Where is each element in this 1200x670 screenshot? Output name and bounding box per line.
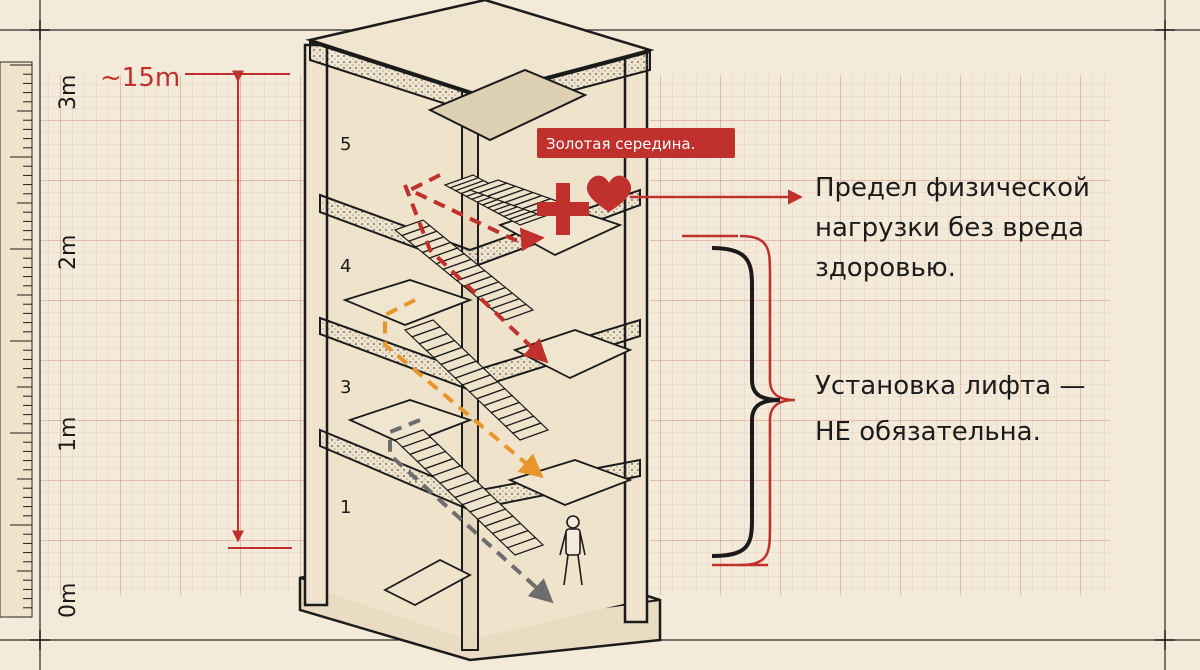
person-icon — [559, 515, 586, 586]
elevator-note-line2: НЕ обязательна. — [815, 417, 1041, 447]
floor-number-5: 5 — [340, 134, 351, 155]
floor-number-3: 3 — [340, 377, 351, 398]
golden-mean-badge: Золотая середина. — [537, 128, 735, 158]
path-arrow-grey — [388, 418, 554, 604]
floor-number-4: 4 — [340, 256, 351, 277]
stair-flight — [393, 429, 545, 556]
ruler-mark-0m: 0m — [56, 583, 81, 618]
path-arrow-red-upper — [405, 173, 545, 252]
height-dimension: ~15m — [100, 63, 292, 549]
stair-flight — [403, 319, 550, 441]
ruler-mark-1m: 1m — [56, 417, 81, 452]
background-grid — [40, 75, 1110, 595]
path-arrow-red-lower — [403, 184, 549, 364]
corner-marks — [30, 20, 1175, 650]
medical-cross-icon — [537, 183, 589, 235]
height-label: ~15m — [100, 63, 180, 93]
ruler: 0m 1m 2m 3m — [0, 61, 81, 618]
elevator-note-line1: Установка лифта — — [815, 371, 1085, 401]
floor-number-1: 1 — [340, 497, 351, 518]
stairwell-building: 5 4 3 1 — [298, 0, 662, 662]
limit-note-line2: нагрузки без вреда — [815, 213, 1084, 243]
elevator-brace — [682, 234, 796, 567]
ruler-mark-2m: 2m — [56, 235, 81, 270]
heart-icon — [586, 175, 632, 212]
limit-note-line1: Предел физической — [815, 173, 1090, 203]
path-arrow-orange — [383, 298, 544, 479]
ruler-mark-3m: 3m — [56, 75, 81, 110]
badge-text: Золотая середина. — [546, 135, 695, 153]
limit-note-line3: здоровью. — [815, 253, 956, 283]
